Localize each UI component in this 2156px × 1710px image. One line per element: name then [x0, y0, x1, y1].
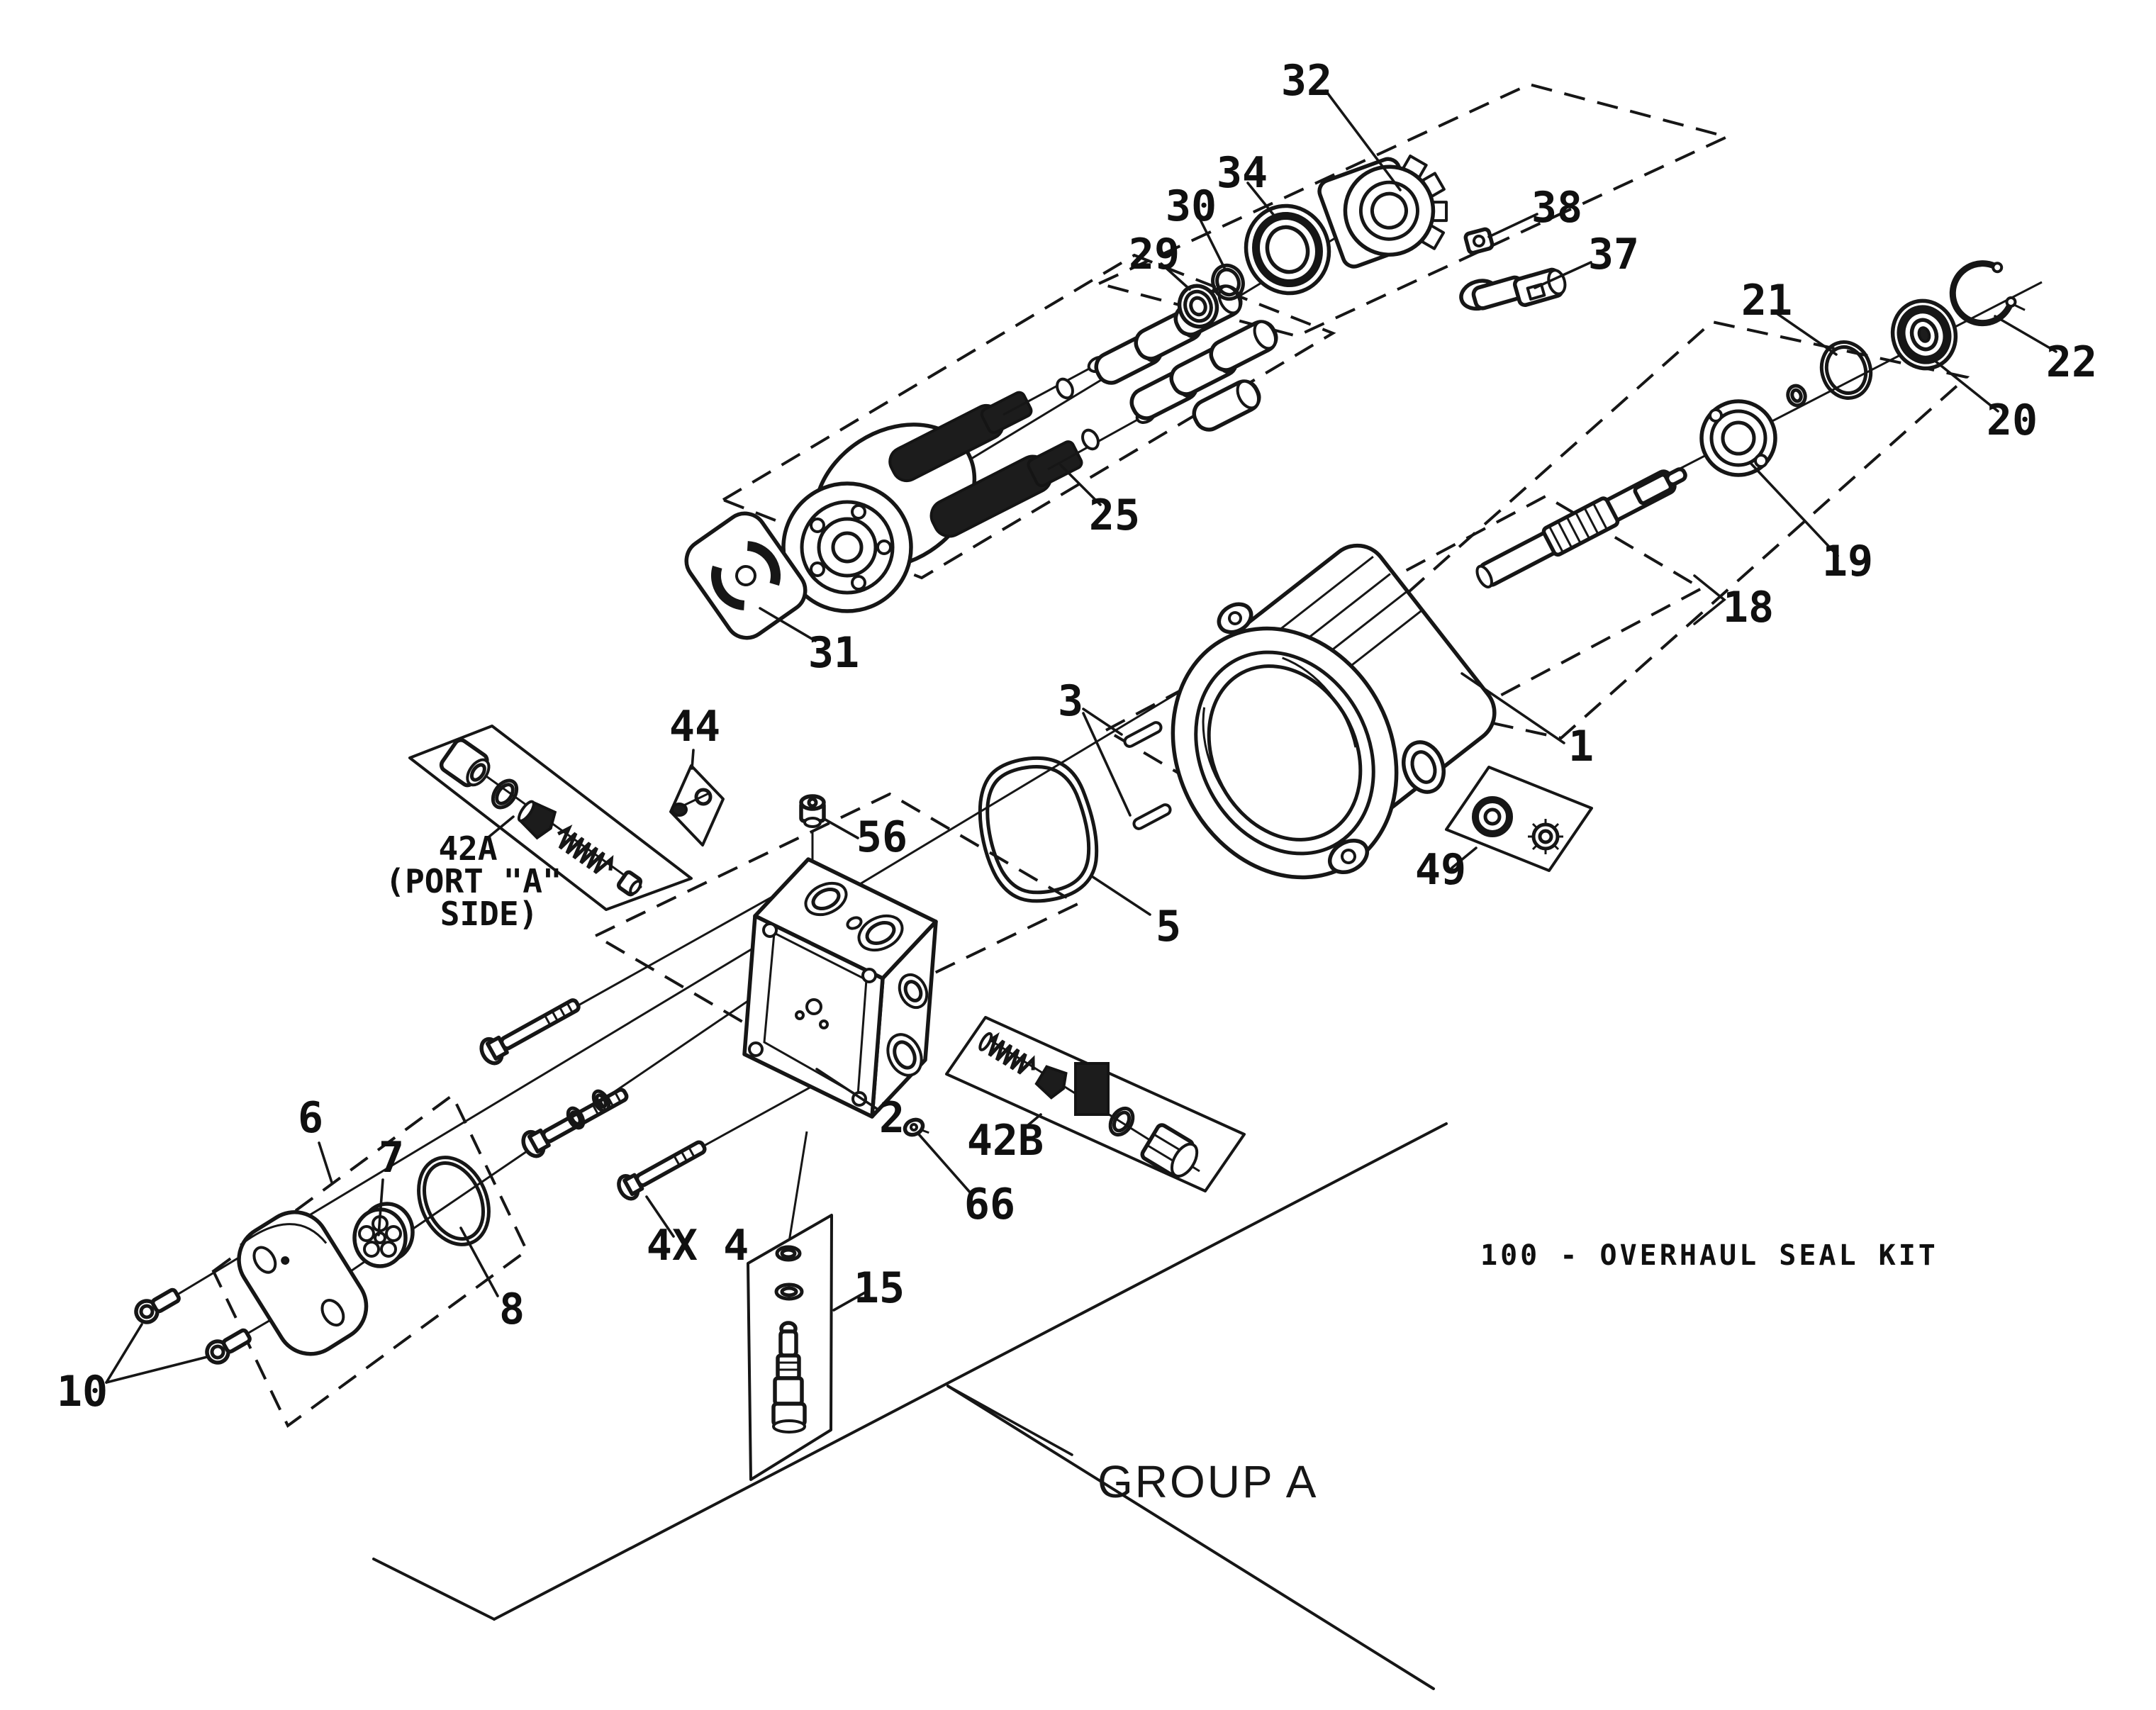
callout-6: 6 [298, 1093, 323, 1143]
callout-1: 1 [1568, 722, 1594, 771]
leader-lines [105, 89, 2057, 1384]
part-seal-retainer-29 [1177, 284, 1219, 329]
part-snap-ring-22 [1949, 260, 2026, 327]
group-a-boundary [372, 1122, 1448, 1690]
part-gerotor [352, 1202, 415, 1268]
part-oring-21 [1819, 340, 1873, 400]
part-plug-56 [799, 794, 826, 828]
callout-37: 37 [1588, 230, 1639, 279]
callout-20: 20 [1987, 396, 2038, 445]
callout-8: 8 [499, 1285, 525, 1334]
part-seal-cover-32 [1317, 155, 1448, 269]
part-plug-screw-66 [903, 1117, 929, 1137]
callout-2: 2 [879, 1093, 905, 1143]
callout-4x4: 4X 4 [647, 1221, 749, 1270]
callout-15: 15 [854, 1263, 905, 1313]
callout-56: 56 [856, 812, 907, 862]
callout-21: 21 [1741, 276, 1792, 325]
part-drive-shaft [1475, 467, 1687, 589]
part-cover-screws-10 [134, 1287, 252, 1365]
callout-22: 22 [2046, 337, 2097, 387]
part-bearing-20 [1890, 298, 1958, 371]
subassembly-boxes [408, 725, 1593, 1481]
part-seal-kit-49 [1472, 796, 1563, 854]
part-oring-small [1786, 384, 1807, 408]
callout-44: 44 [669, 702, 720, 751]
callout-3: 3 [1058, 676, 1083, 726]
group-a-label: GROUP A [1097, 1456, 1318, 1507]
part-shaft-seal-34 [1244, 203, 1331, 296]
part-oring-8 [417, 1156, 491, 1246]
callout-10: 10 [57, 1367, 108, 1416]
seal-kit-note: 100 - OVERHAUL SEAL KIT [1480, 1239, 1938, 1272]
part-pistons [888, 356, 1156, 538]
part-port-plate [684, 511, 808, 640]
part-cover-plate [237, 1210, 369, 1356]
callout-5: 5 [1156, 902, 1181, 951]
part-nut-38 [1463, 227, 1495, 255]
part-bearing-19 [1699, 399, 1777, 477]
callout-42a: 42A [438, 829, 497, 868]
part-relief-valve-15 [771, 1245, 807, 1434]
callout-labels: 32 34 30 29 38 37 21 22 20 25 19 18 31 3… [57, 56, 2097, 1416]
part-relief-valve-42a [439, 738, 643, 897]
part-bypass-lever-37 [1459, 267, 1567, 311]
callout-66: 66 [964, 1180, 1015, 1229]
callout-49: 49 [1415, 845, 1466, 895]
callout-34: 34 [1217, 148, 1268, 198]
callout-42b: 42B [967, 1116, 1044, 1166]
callout-30: 30 [1166, 181, 1217, 231]
part-valve-block [742, 857, 938, 1119]
part-gasket [978, 756, 1099, 903]
callout-42a-port: (PORT "A" [385, 862, 562, 900]
part-bolts-4x [479, 998, 707, 1201]
callout-7: 7 [379, 1133, 404, 1183]
callout-38: 38 [1531, 183, 1582, 233]
part-dowel-pins [1123, 721, 1172, 830]
callout-29: 29 [1129, 230, 1180, 279]
part-housing [1171, 543, 1497, 880]
callout-25: 25 [1089, 491, 1140, 540]
callout-42a-side: SIDE) [440, 895, 538, 933]
callout-31: 31 [808, 628, 859, 678]
callout-32: 32 [1281, 56, 1332, 106]
part-orifice-44 [671, 788, 713, 817]
callout-18: 18 [1723, 583, 1774, 632]
callout-19: 19 [1822, 537, 1873, 586]
part-relief-valve-42b [978, 1032, 1200, 1178]
